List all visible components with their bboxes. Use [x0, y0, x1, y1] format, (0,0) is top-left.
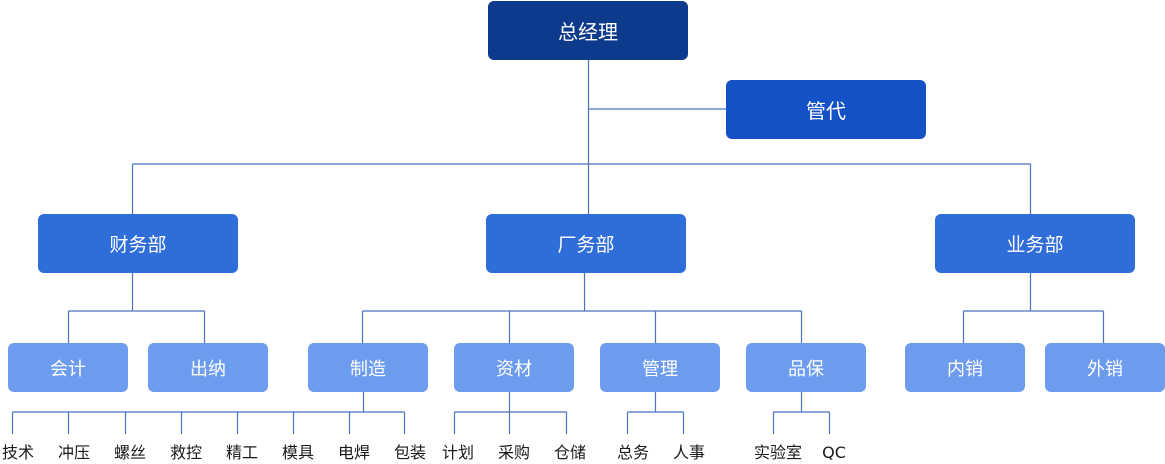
leaf-qc: QC	[822, 443, 846, 462]
node-accounting: 会计	[8, 343, 128, 392]
node-management-representative: 管代	[726, 80, 926, 139]
leaf-technology: 技术	[1, 443, 35, 462]
node-administration: 管理	[600, 343, 720, 392]
node-cashier: 出纳	[148, 343, 268, 392]
leaf-stamping: 冲压	[57, 443, 91, 462]
leaf-general-affairs: 总务	[616, 443, 650, 462]
leaf-precision: 精工	[225, 443, 259, 462]
node-manufacturing: 制造	[308, 343, 428, 392]
leaf-packaging: 包装	[393, 443, 427, 462]
leaf-planning: 计划	[441, 443, 475, 462]
node-domestic-sales: 内销	[905, 343, 1025, 392]
node-materials: 资材	[454, 343, 574, 392]
leaf-cnc: 救控	[169, 443, 203, 462]
leaf-human-resources: 人事	[672, 443, 706, 462]
leaf-purchasing: 采购	[497, 443, 531, 462]
node-factory-dept: 厂务部	[486, 214, 686, 273]
node-export-sales: 外销	[1045, 343, 1165, 392]
leaf-welding: 电焊	[337, 443, 371, 462]
leaf-warehouse: 仓储	[553, 443, 587, 462]
leaf-screws: 螺丝	[113, 443, 147, 462]
leaf-laboratory: 实验室	[753, 443, 803, 462]
node-general-manager: 总经理	[488, 1, 688, 60]
node-finance-dept: 财务部	[38, 214, 238, 273]
leaf-molds: 模具	[281, 443, 315, 462]
node-business-dept: 业务部	[935, 214, 1135, 273]
node-quality-assurance: 品保	[746, 343, 866, 392]
